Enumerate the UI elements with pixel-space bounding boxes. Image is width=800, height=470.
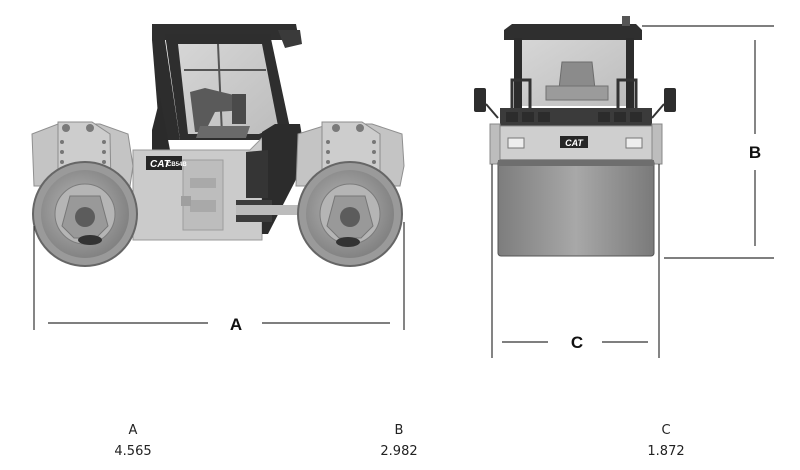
roller-dimension-drawing: CAT CB54B <box>31 16 774 358</box>
front-drum <box>497 159 655 257</box>
dimension-table: A 4.565 B 2.982 C 1.872 <box>0 420 800 466</box>
side-brand-label: CAT <box>150 159 171 170</box>
dimension-b-marker: B <box>749 143 761 162</box>
dimension-b-line <box>642 25 774 259</box>
front-brand-label: CAT <box>565 138 584 148</box>
side-model-label: CB54B <box>167 162 187 168</box>
side-drum-rear <box>32 161 138 267</box>
dimension-c-marker: C <box>571 333 583 352</box>
dimension-c-cell: C 1.872 <box>606 420 726 462</box>
dimension-a-value: 4.565 <box>114 444 152 459</box>
dimension-c-line <box>491 164 660 358</box>
front-view: CAT C B <box>474 16 774 358</box>
side-drum-front <box>297 161 403 267</box>
dimension-c-value: 1.872 <box>647 444 685 459</box>
dimension-c-label: C <box>661 423 671 438</box>
dimension-a-label: A <box>128 423 138 438</box>
front-mirror-right <box>664 88 676 112</box>
front-brand-plate <box>560 136 588 148</box>
dimension-a-cell: A 4.565 <box>73 420 193 462</box>
front-mirror-left <box>474 88 486 112</box>
dimension-a-marker: A <box>230 315 242 334</box>
side-brand-plate <box>146 156 182 170</box>
dimension-b-cell: B 2.982 <box>339 420 459 462</box>
dimension-b-label: B <box>394 423 404 438</box>
dimension-a-line <box>33 222 405 330</box>
side-view: CAT CB54B <box>31 24 405 334</box>
dimension-b-value: 2.982 <box>380 444 418 459</box>
front-cab-roof <box>504 24 642 40</box>
side-cab-window <box>178 44 278 134</box>
